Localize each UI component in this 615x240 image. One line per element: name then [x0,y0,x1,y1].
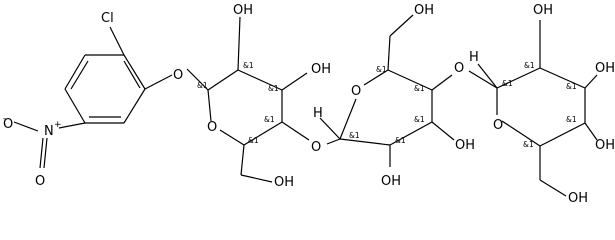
anomeric-hydrogen-label-2: H [469,50,479,65]
ring-oxygen-label-2: O [351,84,361,99]
aryl-ether-oxygen-label: O [173,68,183,83]
hydroxyl-label-6: OH [381,174,401,189]
glycosidic-oxygen-label-2: O [454,61,464,76]
glycosidic-oxygen-label-1: O [311,140,321,155]
stereo-label-5: &1 [248,136,259,145]
chloronitrophenyl-ring [13,26,173,169]
nitro-oxygen-double-label: O [35,174,45,189]
stereo-label-12: &1 [524,61,535,70]
stereo-label-4: &1 [264,115,275,124]
nitrogen-label: N [44,124,54,139]
hydroxyl-label-7: OH [533,3,553,18]
stereo-label-2: &1 [243,61,254,70]
stereo-label-11: &1 [502,79,513,88]
stereo-label-10: &1 [395,136,406,145]
hydroxyl-label-3: OH [274,175,294,190]
stereo-label-1: &1 [197,81,208,90]
hydroxyl-label-8: OH [595,61,615,76]
stereo-label-6: &1 [349,131,360,140]
stereo-label-13: &1 [566,82,577,91]
glucose-ring-1 [186,16,310,183]
stereo-label-3: &1 [268,84,279,93]
stereo-label-7: &1 [376,65,387,74]
stereo-descriptors: &1 &1 &1 &1 &1 &1 &1 &1 &1 &1 &1 &1 &1 &… [197,61,577,149]
hydroxyl-label-10: OH [568,191,588,206]
structure-canvas: Cl O N + O O - OH OH O O OH H O OH O OH … [3,3,615,206]
atom-labels: Cl O N + O O - OH OH O O OH H O OH O OH … [3,3,615,206]
glucose-ring-3 [468,20,598,197]
stereo-label-9: &1 [414,115,425,124]
hydroxyl-label-9: OH [595,138,615,153]
stereo-label-8: &1 [414,84,425,93]
stereo-label-14: &1 [566,115,577,124]
glucose-ring-2 [319,14,455,167]
chlorine-label: Cl [101,11,114,26]
stereo-label-15: &1 [523,140,534,149]
ring-oxygen-label-3: O [493,118,503,133]
hydroxyl-label-2: OH [311,62,331,77]
anomeric-hydrogen-label-1: H [313,106,323,121]
nitrogen-plus-label: + [54,120,62,130]
nitro-minus-label: - [3,114,6,124]
ring-oxygen-label-1: O [207,120,217,135]
hydroxyl-label-4: OH [414,3,434,18]
hydroxyl-label-1: OH [233,3,253,18]
molecule-structure: Cl O N + O O - OH OH O O OH H O OH O OH … [3,3,615,206]
hydroxyl-label-5: OH [455,138,475,153]
nitro-oxygen-anion-label: O [3,117,13,132]
